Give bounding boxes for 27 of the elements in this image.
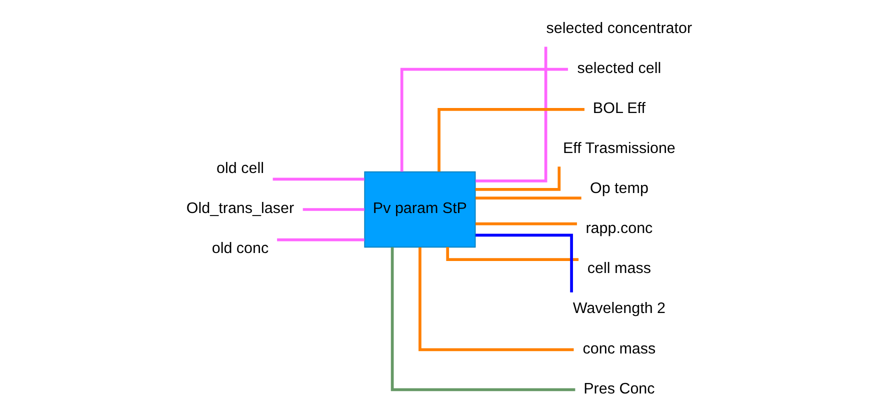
connector	[276, 238, 364, 242]
node-text: Wavelength 2	[572, 300, 666, 318]
node-text: cell mass	[586, 260, 650, 278]
connector	[474, 196, 581, 200]
node-text: Eff Trasmissione	[562, 140, 675, 158]
node-text: old conc	[211, 240, 268, 258]
connector	[390, 247, 575, 392]
node-text: Op temp	[589, 180, 648, 198]
connector	[475, 46, 547, 182]
connector	[272, 178, 364, 181]
node-text: BOL Eff	[592, 100, 645, 118]
node-text: selected concentrator	[546, 20, 692, 37]
connector	[474, 166, 560, 191]
connector	[400, 68, 568, 172]
node-text: old cell	[216, 160, 264, 178]
node-box: Pv param StP	[364, 171, 476, 248]
connector	[475, 234, 572, 292]
connector	[302, 208, 364, 211]
connector	[418, 247, 574, 352]
connector	[474, 222, 576, 226]
connector	[446, 247, 578, 261]
node-text: Old_trans_laser	[186, 200, 294, 218]
node-text: conc mass	[582, 340, 656, 358]
node-text: selected cell	[576, 60, 661, 77]
connector	[437, 108, 584, 172]
node-text: Pres Conc	[583, 380, 654, 398]
node-text: rapp.conc	[585, 220, 652, 238]
